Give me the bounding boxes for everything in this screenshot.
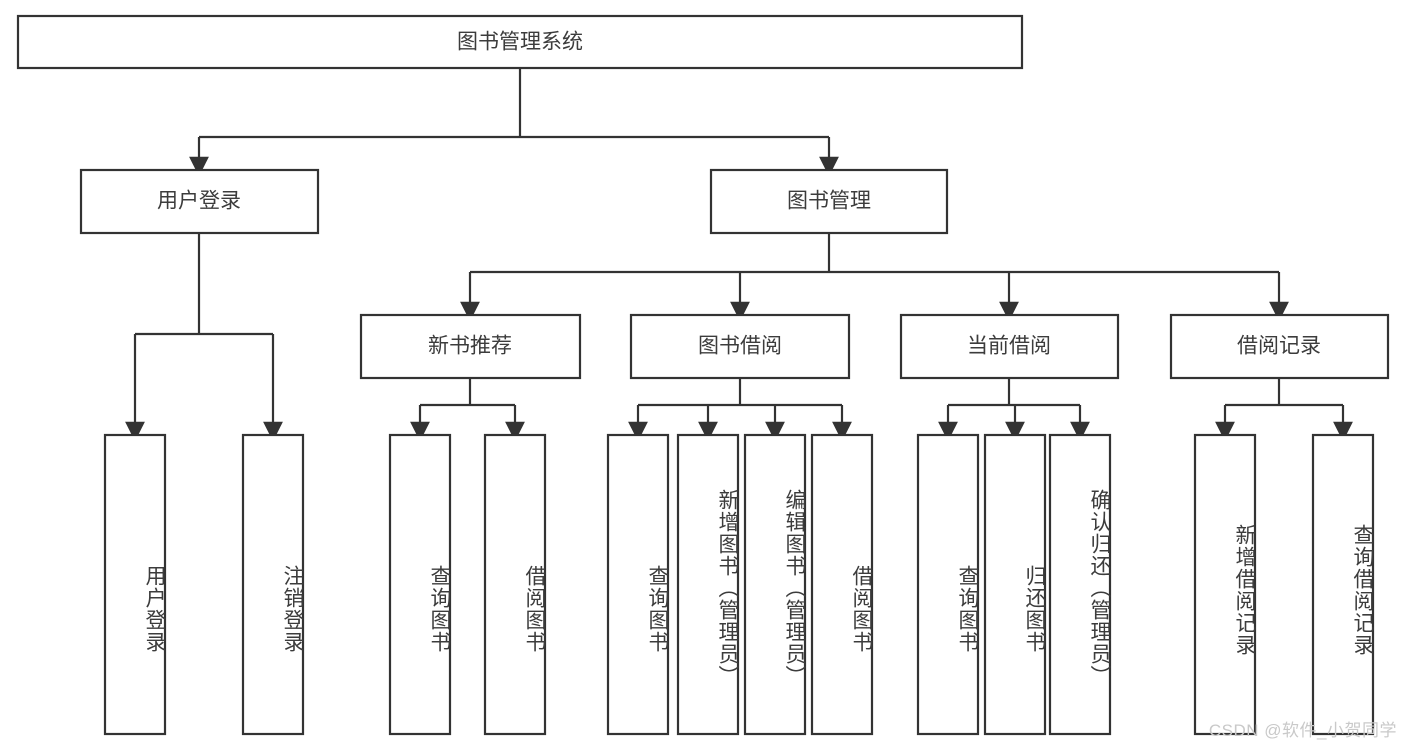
leaf-box-user-login[interactable]: [103, 433, 167, 736]
node-book-management-label: 图书管理: [787, 190, 871, 213]
connector-group-root: [189, 68, 839, 177]
node-current-borrow[interactable]: 当前借阅: [899, 313, 1120, 380]
node-user-login[interactable]: 用户登录: [79, 168, 320, 235]
node-borrow-record-label: 借阅记录: [1237, 335, 1321, 358]
leaf-box-borrow-book-new[interactable]: [483, 433, 547, 736]
leaf-box-add-borrow-record[interactable]: [1193, 433, 1257, 736]
node-book-borrow[interactable]: 图书借阅: [629, 313, 851, 380]
connector-group-new-book: [410, 378, 525, 442]
node-new-book-recommend-box[interactable]: [359, 313, 582, 380]
node-root-label: 图书管理系统: [457, 31, 583, 54]
node-current-borrow-box[interactable]: [899, 313, 1120, 380]
node-current-borrow-label: 当前借阅: [967, 335, 1051, 358]
node-new-book-recommend-label: 新书推荐: [428, 335, 512, 358]
leaf-box-edit-book-admin[interactable]: [743, 433, 807, 736]
csdn-watermark: CSDN @软件_小贺同学: [1208, 721, 1397, 740]
connector-group-borrow-record: [1215, 378, 1353, 442]
node-book-management-box[interactable]: [709, 168, 949, 235]
leaf-box-query-book-borrow[interactable]: [606, 433, 670, 736]
leaf-box-query-book-new[interactable]: [388, 433, 452, 736]
leaf-box-query-borrow-record[interactable]: [1311, 433, 1375, 736]
leaf-boxes: [103, 433, 1375, 736]
connector-group-current-borrow: [938, 378, 1090, 442]
node-user-login-box[interactable]: [79, 168, 320, 235]
node-new-book-recommend[interactable]: 新书推荐: [359, 313, 582, 380]
leaf-box-add-book-admin[interactable]: [676, 433, 740, 736]
node-book-borrow-box[interactable]: [629, 313, 851, 380]
connector-group-user-login: [125, 233, 283, 442]
leaf-box-confirm-return-admin[interactable]: [1048, 433, 1112, 736]
node-book-borrow-label: 图书借阅: [698, 335, 782, 358]
connector-group-borrow-book: [628, 378, 852, 442]
connector-group-book-mgmt: [460, 233, 1289, 322]
node-user-login-label: 用户登录: [157, 190, 241, 213]
leaf-box-return-book[interactable]: [983, 433, 1047, 736]
node-root[interactable]: 图书管理系统: [16, 14, 1024, 70]
node-borrow-record-box[interactable]: [1169, 313, 1390, 380]
leaf-box-borrow-book[interactable]: [810, 433, 874, 736]
node-root-box[interactable]: [16, 14, 1024, 70]
node-book-management[interactable]: 图书管理: [709, 168, 949, 235]
leaf-box-query-book-current[interactable]: [916, 433, 980, 736]
node-borrow-record[interactable]: 借阅记录: [1169, 313, 1390, 380]
leaf-box-logout[interactable]: [241, 433, 305, 736]
